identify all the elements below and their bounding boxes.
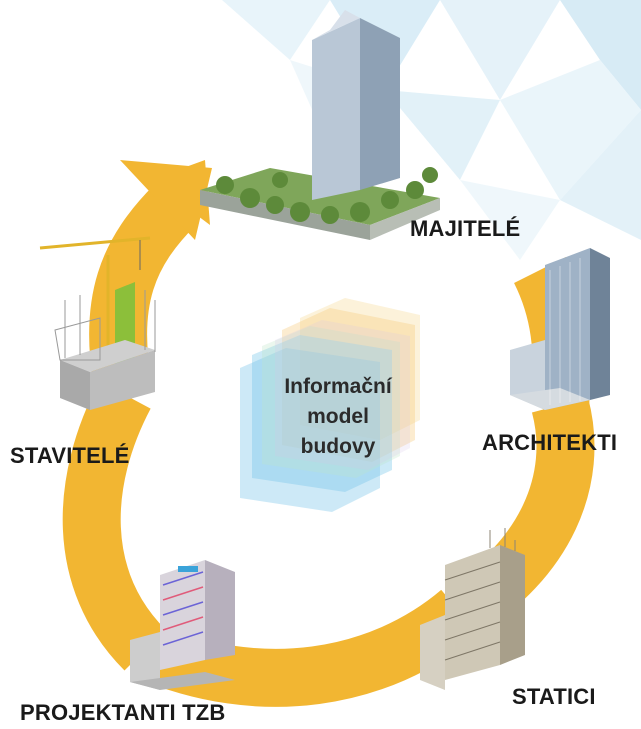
owners-building-illustration [200,10,440,240]
structural-building-illustration [420,528,525,690]
builders-building-illustration [39,236,156,410]
mep-building-illustration [130,560,235,690]
label-mep: PROJEKTANTI TZB [20,700,226,725]
label-architects: ARCHITEKTI [482,430,618,455]
architects-building-illustration [510,248,610,410]
label-builders: STAVITELÉ [10,443,130,468]
center-label: Informační model budovy [258,372,418,462]
label-owners: MAJITELÉ [410,216,521,241]
center-label-line-1: Informační [284,375,392,398]
center-label-line-2: model [307,405,369,428]
center-label-line-3: budovy [300,435,376,458]
bim-model-cubes [240,298,420,512]
label-structural: STATICI [512,684,596,709]
